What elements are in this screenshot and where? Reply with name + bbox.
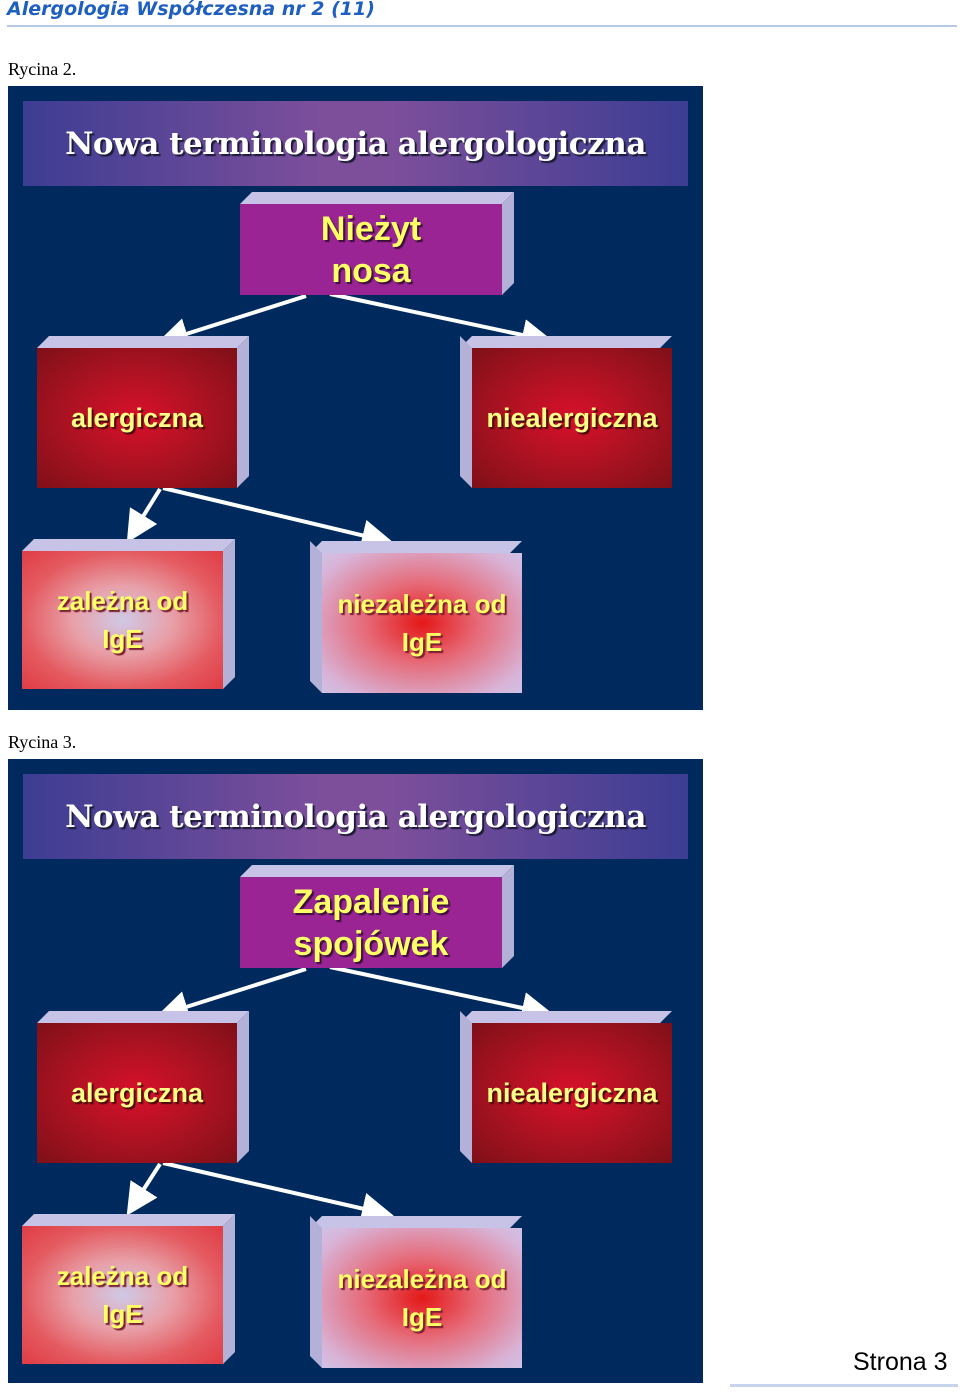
root-label-line2: nosa: [331, 251, 411, 290]
ige-independent-label-line1: niezależna od: [337, 589, 507, 619]
figure-slide: Nowa terminologia alergologiczna Zapalen…: [8, 759, 703, 1383]
ige-dependent-label-line1: zależna od: [56, 1261, 189, 1291]
arrow-root-to-left: [156, 967, 307, 1023]
figure-caption: Rycina 3.: [8, 732, 77, 752]
root-box: Zapalenie spojówek: [240, 865, 514, 968]
page-number: Strona 3: [853, 1348, 948, 1376]
root-label-line1: Nieżyt: [320, 209, 422, 248]
root-box: Nieżyt nosa: [240, 192, 514, 295]
nonallergic-label: niealergiczna: [486, 1077, 658, 1108]
figure-caption: Rycina 2.: [8, 59, 77, 79]
ige-dependent-box: zależna od IgE: [22, 1214, 235, 1364]
slide-title-bar: Nowa terminologia alergologiczna: [23, 101, 688, 186]
nonallergic-box: niealergiczna: [460, 1011, 672, 1163]
arrow-root-to-left: [156, 294, 307, 350]
nonallergic-box: niealergiczna: [460, 336, 672, 488]
ige-dependent-label-line2: IgE: [102, 1299, 143, 1329]
ige-dependent-label-line2: IgE: [102, 624, 143, 654]
arrow-root-to-right: [329, 965, 554, 1024]
allergic-label: alergiczna: [70, 1077, 204, 1108]
nonallergic-label: niealergiczna: [486, 402, 658, 433]
root-label-line2: spojówek: [293, 924, 449, 963]
arrow-allergic-to-right: [162, 1161, 394, 1225]
journal-header: Alergologia Współczesna nr 2 (11): [7, 0, 957, 27]
arrow-root-to-right: [329, 292, 554, 351]
slide-title-bar: Nowa terminologia alergologiczna: [23, 774, 688, 859]
allergic-box: alergiczna: [37, 1011, 249, 1163]
arrow-allergic-to-left: [126, 487, 162, 543]
ige-dependent-label-line1: zależna od: [56, 586, 189, 616]
journal-title: Alergologia Współczesna nr 2 (11): [7, 0, 375, 20]
ige-independent-box: niezależna od IgE: [310, 1216, 522, 1368]
allergic-box: alergiczna: [37, 336, 249, 488]
ige-independent-label-line2: IgE: [401, 627, 443, 657]
allergic-label: alergiczna: [70, 402, 204, 433]
root-label-line1: Zapalenie: [292, 882, 450, 921]
slide-title: Nowa terminologia alergologiczna: [65, 798, 646, 835]
ige-independent-label-line2: IgE: [401, 1302, 443, 1332]
arrow-allergic-to-right: [162, 486, 394, 552]
footer-rule: [730, 1384, 958, 1387]
arrow-allergic-to-left: [126, 1162, 162, 1216]
ige-independent-box: niezależna od IgE: [310, 541, 522, 693]
figure-slide: Nowa terminologia alergologiczna Nieżyt …: [8, 86, 703, 710]
slide-title: Nowa terminologia alergologiczna: [65, 125, 646, 162]
ige-independent-label-line1: niezależna od: [337, 1264, 507, 1294]
ige-dependent-box: zależna od IgE: [22, 539, 235, 689]
